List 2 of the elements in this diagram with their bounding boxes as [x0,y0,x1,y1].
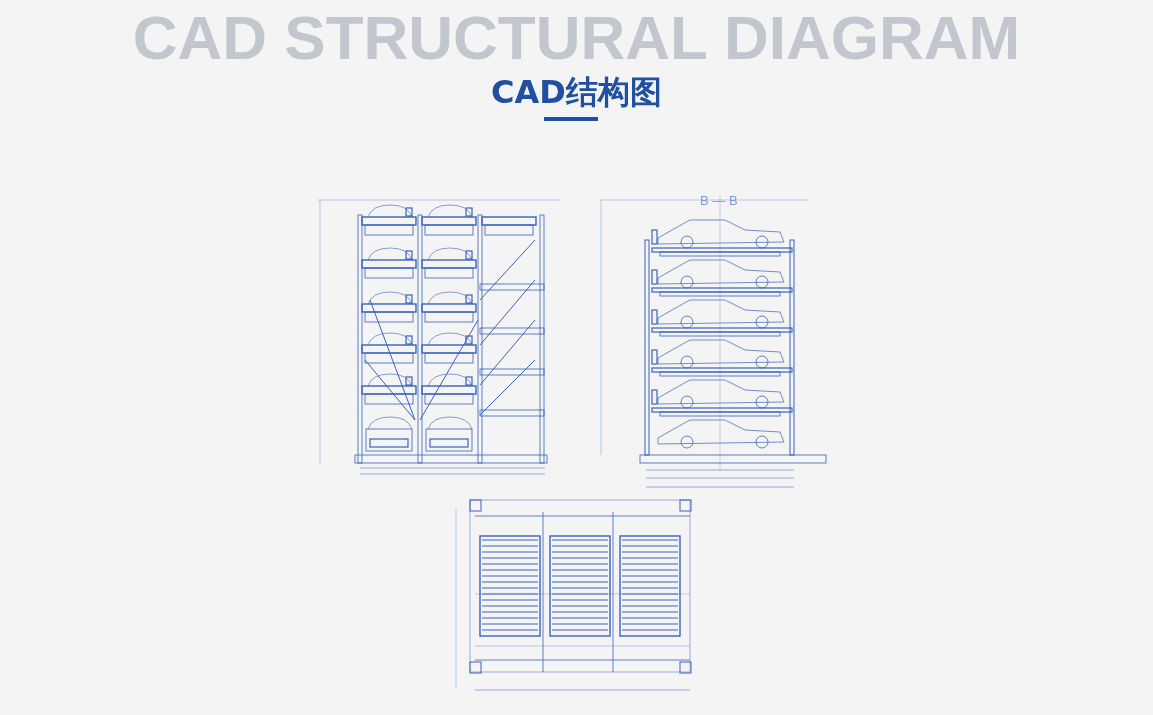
section-label: B — B [700,193,738,208]
title: CAD结构图 [490,72,663,112]
